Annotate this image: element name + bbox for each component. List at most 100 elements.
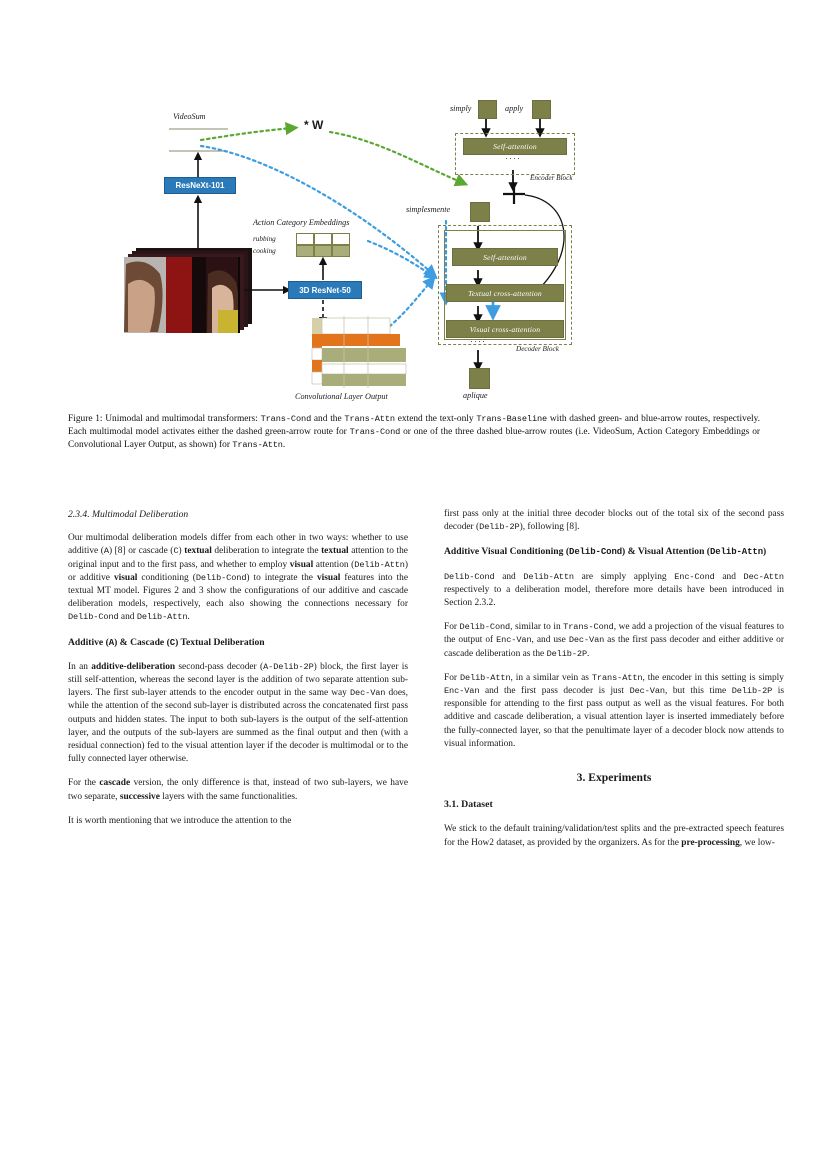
- code-dec-attn: Dec-Attn: [743, 571, 785, 582]
- text-seg: and the first pass decoder is just: [479, 686, 630, 697]
- caption-seg-5: .: [282, 440, 286, 451]
- simply-label: simply: [450, 104, 472, 113]
- embedding-cell-filled: [296, 245, 314, 257]
- code-delib-2p: Delib-2P: [731, 686, 773, 697]
- decoder-self-attention-bar: Self-attention: [452, 248, 558, 266]
- text-seg: ) block, the first layer is still self-a…: [68, 661, 408, 699]
- text-seg: Our multimodal deliberation models diffe…: [68, 533, 408, 557]
- text-seg: ): [178, 546, 185, 557]
- caption-prefix: Figure 1: Unimodal and multimodal transf…: [68, 414, 261, 424]
- text-seg: , and use: [531, 635, 569, 646]
- bold-visual-2: visual: [113, 572, 138, 583]
- text-seg: as the first pass decoder and either add…: [444, 635, 784, 659]
- figure-1: VideoSum ResNeXt-101 Action Category Emb…: [68, 78, 760, 408]
- heading-multimodal-deliberation: 2.3.4. Multimodal Deliberation: [68, 509, 189, 520]
- text-seg: features into the textual MT model. Figu…: [68, 572, 408, 610]
- text-seg: attention (: [313, 559, 355, 570]
- text-seg: and: [118, 612, 137, 623]
- text-seg: Additive Visual Conditioning (: [444, 546, 570, 558]
- text-seg: version, the only difference is that, in…: [68, 778, 409, 802]
- code-delib-cond: Delib-Cond: [195, 572, 247, 583]
- code-delib-cond: Delib-Cond: [444, 571, 495, 582]
- textual-cross-attention-bar: Textual cross-attention: [446, 284, 564, 302]
- resnext-101-box: ResNeXt-101: [164, 177, 236, 194]
- text-seg: ) to integrate the: [246, 572, 317, 583]
- text-seg: attention to the original input and to t…: [68, 546, 408, 570]
- caption-term-trans-attn-2: Trans-Attn: [232, 440, 283, 451]
- encoder-dots: ····: [505, 153, 521, 163]
- text-seg: ) Textual Deliberation: [175, 636, 265, 648]
- simply-token-box: [478, 100, 497, 119]
- caption-term-trans-attn: Trans-Attn: [344, 414, 395, 424]
- decoder-block-frame: [438, 225, 572, 345]
- bold-visual: visual: [289, 559, 314, 570]
- text-seg: For: [444, 672, 460, 683]
- encoder-block-label: Encoder Block: [530, 174, 573, 182]
- embedding-cell: [314, 233, 332, 245]
- code-dec-van: Dec-Van: [349, 688, 386, 699]
- embedding-cell-filled: [332, 245, 350, 257]
- text-seg: conditioning (: [137, 572, 196, 583]
- code-dec-van: Dec-Van: [568, 635, 605, 646]
- text-seg: deliberation to integrate the: [211, 546, 322, 557]
- conv-layer-output-label: Convolutional Layer Output: [295, 392, 388, 401]
- code-dec-van: Dec-Van: [629, 686, 666, 697]
- bold-textual: textual: [184, 546, 212, 557]
- text-seg: , in a similar vein as: [510, 672, 592, 683]
- text-seg: second-pass decoder (: [175, 661, 264, 672]
- text-seg: does, while the attention of the second …: [68, 688, 409, 765]
- caption-term-trans-baseline: Trans-Baseline: [476, 414, 548, 424]
- heading-dataset: 3.1. Dataset: [444, 799, 493, 811]
- code-trans-cond: Trans-Cond: [563, 622, 614, 633]
- code-delib-2p: Delib-2P: [546, 648, 588, 659]
- text-seg: Additive (: [68, 636, 109, 648]
- decoder-inner-frame: [444, 230, 566, 340]
- text-seg: ) [8] or cascade (: [108, 546, 174, 557]
- caption-term-trans-cond: Trans-Cond: [260, 414, 312, 424]
- caption-seg-2: extend the text-only: [394, 414, 477, 424]
- text-seg: In an: [68, 661, 92, 672]
- paragraph-cascade-version: For the cascade version, the only differ…: [68, 777, 408, 803]
- embedding-cell: [332, 233, 350, 245]
- aplique-token-box: [469, 368, 490, 389]
- figure-vector-layer: [124, 115, 565, 388]
- videosum-label: VideoSum: [173, 112, 206, 121]
- text-seg: ) & Cascade (: [114, 636, 170, 648]
- caption-seg-4: or one of the three dashed blue-arrow ro…: [68, 427, 760, 451]
- text-seg: , we low-: [739, 837, 775, 848]
- aplique-label: aplique: [463, 391, 488, 400]
- apply-token-box: [532, 100, 551, 119]
- visual-cross-attention-bar: Visual cross-attention: [446, 320, 564, 338]
- bold-cascade: cascade: [99, 778, 131, 789]
- heading-additive-visual-conditioning: Additive Visual Conditioning (Delib-Cond…: [444, 545, 784, 559]
- resnet3d-box: 3D ResNet-50: [288, 281, 362, 299]
- text-seg: are simply applying: [573, 571, 675, 582]
- text-seg: , we add a projection of the visual feat…: [444, 622, 784, 646]
- simplesmente-label: simplesmente: [406, 205, 451, 214]
- bold-additive-deliberation: additive-deliberation: [91, 661, 176, 672]
- text-seg: .: [187, 612, 190, 623]
- embedding-cell-filled: [314, 245, 332, 257]
- code-c: C: [169, 637, 176, 648]
- embedding-cell: [296, 233, 314, 245]
- code-delib-cond: Delib-Cond: [459, 622, 511, 633]
- paragraph-dataset: We stick to the default training/validat…: [444, 823, 784, 849]
- text-seg: respectively to a deliberation model, th…: [444, 584, 784, 609]
- code-delib-attn: Delib-Attn: [459, 672, 511, 683]
- paragraph-delib-cond-attn-intro: Delib-Cond and Delib-Attn are simply app…: [444, 571, 784, 611]
- text-seg: .: [587, 648, 590, 659]
- code-delib-attn: Delib-Attn: [710, 547, 764, 558]
- text-seg: , similar to in: [510, 622, 564, 633]
- code-enc-van: Enc-Van: [444, 686, 480, 697]
- code-c: C: [173, 546, 179, 557]
- caption-seg-1: and the: [311, 414, 345, 424]
- text-seg: first pass only at the initial three dec…: [444, 509, 784, 533]
- code-a-delib-2p: A-Delib-2P: [263, 661, 314, 672]
- encoder-self-attention-bar: Self-attention: [463, 138, 567, 155]
- code-delib-2p: Delib-2P: [479, 522, 520, 533]
- video-frames-thumbnail: [124, 248, 252, 333]
- text-seg: layers with the same functionalities.: [159, 791, 298, 802]
- paragraph-multimodal-overview: Our multimodal deliberation models diffe…: [68, 532, 408, 624]
- text-seg: For: [444, 622, 460, 633]
